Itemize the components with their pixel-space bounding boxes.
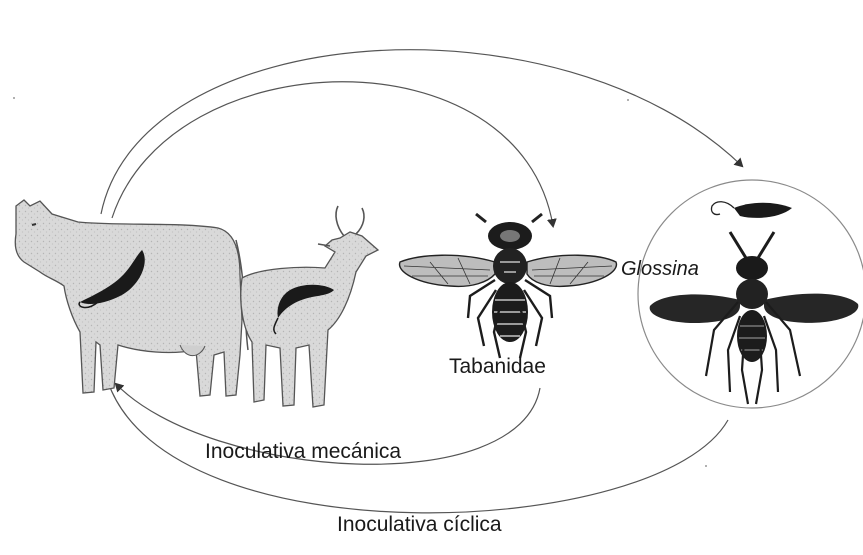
- tabanid-thorax: [493, 248, 527, 284]
- cow-icon: [15, 200, 248, 396]
- goat-horn-left: [336, 206, 344, 236]
- tabanid-fly-icon: [400, 214, 617, 358]
- cow-eye: [32, 224, 36, 225]
- tsetse-head: [736, 256, 768, 280]
- goat-horn-right: [356, 208, 364, 234]
- tsetse-thorax: [736, 279, 768, 309]
- arrow-cyclic-outbound: [101, 50, 742, 214]
- tsetse-wing-left: [650, 294, 740, 323]
- goat-body: [241, 232, 378, 407]
- cow-body: [15, 200, 242, 396]
- glossina-label: Glossina: [621, 259, 699, 279]
- tsetse-abdomen: [737, 310, 767, 362]
- goat-icon: [241, 206, 378, 407]
- tabanid-wing-left: [400, 255, 495, 286]
- trypanosome-icon: [711, 202, 792, 218]
- arrow-mechanical-outbound: [112, 82, 553, 226]
- tabanidae-label: Tabanidae: [449, 356, 546, 377]
- tsetse-wing-right: [764, 294, 858, 323]
- mechanical-inoculation-label: Inoculativa mecánica: [205, 441, 401, 462]
- cyclic-inoculation-label: Inoculativa cíclica: [337, 514, 502, 535]
- arrow-cyclic-return: [108, 382, 728, 513]
